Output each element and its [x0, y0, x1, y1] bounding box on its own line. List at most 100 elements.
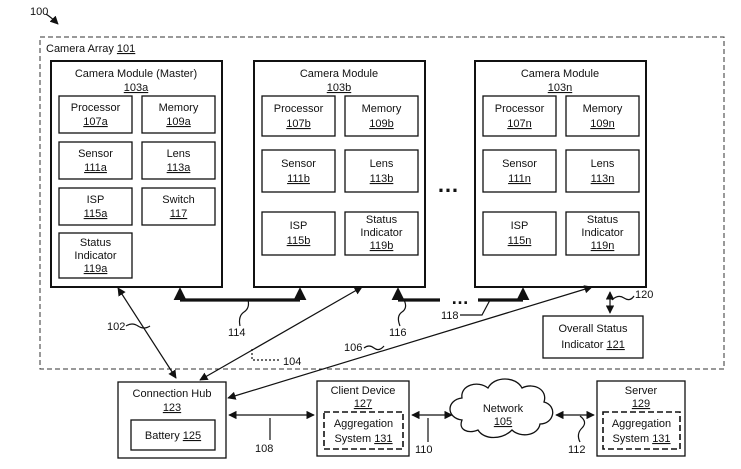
svg-text:109n: 109n [590, 118, 614, 130]
module-ellipsis: … [437, 172, 459, 197]
svg-text:Client Device: Client Device [331, 385, 396, 397]
sensor-block: Sensor 111b [261, 149, 336, 193]
svg-text:109a: 109a [166, 116, 191, 128]
isp-block: ISP 115a [58, 187, 133, 226]
camera-module-n: Camera Module 103n Processor 107n Memory… [474, 60, 647, 288]
ref-label-106: 106 [344, 342, 362, 354]
svg-text:Server: Server [625, 385, 658, 397]
sensor-block: Sensor 111n [482, 149, 557, 193]
ref-label-118: 118 [441, 310, 459, 322]
server: Server 129 Aggregation System 131 [596, 380, 686, 457]
svg-text:127: 127 [354, 398, 372, 410]
ref-label-104: 104 [283, 356, 301, 368]
svg-text:105: 105 [494, 416, 512, 428]
lens-block: Lens 113a [141, 141, 216, 180]
svg-text:Switch: Switch [162, 194, 194, 206]
svg-text:Indicator: Indicator [360, 227, 403, 239]
svg-text:111b: 111b [287, 173, 310, 185]
svg-text:ISP: ISP [511, 220, 529, 232]
svg-text:System 131: System 131 [334, 433, 392, 445]
processor-block: Processor 107b [261, 95, 336, 137]
svg-text:109b: 109b [369, 118, 393, 130]
lens-block: Lens 113n [565, 149, 640, 193]
processor-block: Processor 107a [58, 95, 133, 134]
svg-text:119n: 119n [591, 240, 615, 252]
status-indicator-block: Status Indicator 119a [58, 232, 133, 279]
svg-text:113b: 113b [370, 173, 394, 185]
svg-text:119b: 119b [370, 240, 394, 252]
svg-text:Indicator: Indicator [581, 227, 624, 239]
svg-text:Aggregation: Aggregation [334, 418, 393, 430]
svg-text:Lens: Lens [167, 148, 191, 160]
svg-text:129: 129 [632, 398, 650, 410]
ref-label-114: 114 [228, 327, 246, 339]
svg-text:Processor: Processor [274, 103, 324, 115]
svg-text:Sensor: Sensor [502, 158, 537, 170]
svg-text:ISP: ISP [290, 220, 308, 232]
module-ref: 103n [548, 82, 572, 94]
svg-text:115n: 115n [508, 235, 532, 247]
svg-text:Aggregation: Aggregation [612, 418, 671, 430]
ref-label-120: 120 [635, 289, 653, 301]
status-indicator-block: Status Indicator 119n [565, 211, 640, 256]
hub-link-master [117, 287, 177, 379]
svg-text:107b: 107b [286, 118, 310, 130]
svg-text:117: 117 [170, 208, 188, 220]
hub-link-module-n [227, 285, 593, 400]
camera-module-master: Camera Module (Master) 103a Processor 10… [50, 60, 223, 288]
isp-block: ISP 115n [482, 211, 557, 256]
svg-text:Lens: Lens [591, 158, 615, 170]
isp-block: ISP 115b [261, 211, 336, 256]
svg-text:Sensor: Sensor [281, 158, 316, 170]
svg-text:System 131: System 131 [612, 433, 670, 445]
svg-text:Connection Hub: Connection Hub [133, 388, 212, 400]
processor-block: Processor 107n [482, 95, 557, 137]
svg-text:Status: Status [587, 214, 619, 226]
connection-hub: Connection Hub 123 Battery 125 [117, 381, 227, 459]
client-device: Client Device 127 Aggregation System 131 [316, 380, 410, 457]
svg-text:Lens: Lens [370, 158, 394, 170]
status-indicator-block: Status Indicator 119b [344, 211, 419, 256]
aggregation-system-server: Aggregation System 131 [602, 411, 681, 450]
svg-text:Sensor: Sensor [78, 148, 113, 160]
svg-text:Memory: Memory [159, 102, 199, 114]
lens-block: Lens 113b [344, 149, 419, 193]
memory-block: Memory 109a [141, 95, 216, 134]
camera-module-b: Camera Module 103b Processor 107b Memory… [253, 60, 426, 288]
battery-block: Battery 125 [130, 419, 216, 451]
svg-text:Overall Status: Overall Status [558, 323, 628, 335]
svg-text:107a: 107a [83, 116, 108, 128]
svg-text:Memory: Memory [362, 103, 402, 115]
svg-text:ISP: ISP [87, 194, 105, 206]
svg-text:Status: Status [80, 237, 112, 249]
ref-label-116: 116 [389, 327, 407, 339]
svg-text:111n: 111n [508, 173, 531, 185]
figure-number-arrow [45, 13, 59, 25]
svg-text:Battery 125: Battery 125 [145, 430, 201, 442]
svg-text:Indicator: Indicator [74, 250, 117, 262]
memory-block: Memory 109b [344, 95, 419, 137]
ref-label-102: 102 [107, 321, 125, 333]
network-cloud: Network 105 [449, 378, 554, 439]
svg-text:Network: Network [483, 403, 524, 415]
figure-number: 100 [30, 6, 48, 18]
bus-ellipsis: … [451, 288, 469, 308]
reference-labels: 102 104 106 108 110 112 114 116 118 120 [107, 289, 653, 456]
svg-text:115b: 115b [287, 235, 311, 247]
ref-label-110: 110 [415, 444, 433, 456]
svg-text:Indicator 121: Indicator 121 [561, 339, 625, 351]
svg-text:113a: 113a [167, 162, 192, 174]
svg-text:Status: Status [366, 214, 398, 226]
svg-text:111a: 111a [84, 162, 108, 174]
svg-text:123: 123 [163, 402, 181, 414]
svg-text:119a: 119a [84, 263, 109, 275]
ref-label-112: 112 [568, 444, 586, 456]
module-ref: 103b [327, 82, 351, 94]
memory-block: Memory 109n [565, 95, 640, 137]
switch-block: Switch 117 [141, 187, 216, 226]
module-title: Camera Module (Master) [75, 68, 197, 80]
svg-text:Processor: Processor [495, 103, 545, 115]
module-bus: … [173, 287, 530, 308]
sensor-block: Sensor 111a [58, 141, 133, 180]
